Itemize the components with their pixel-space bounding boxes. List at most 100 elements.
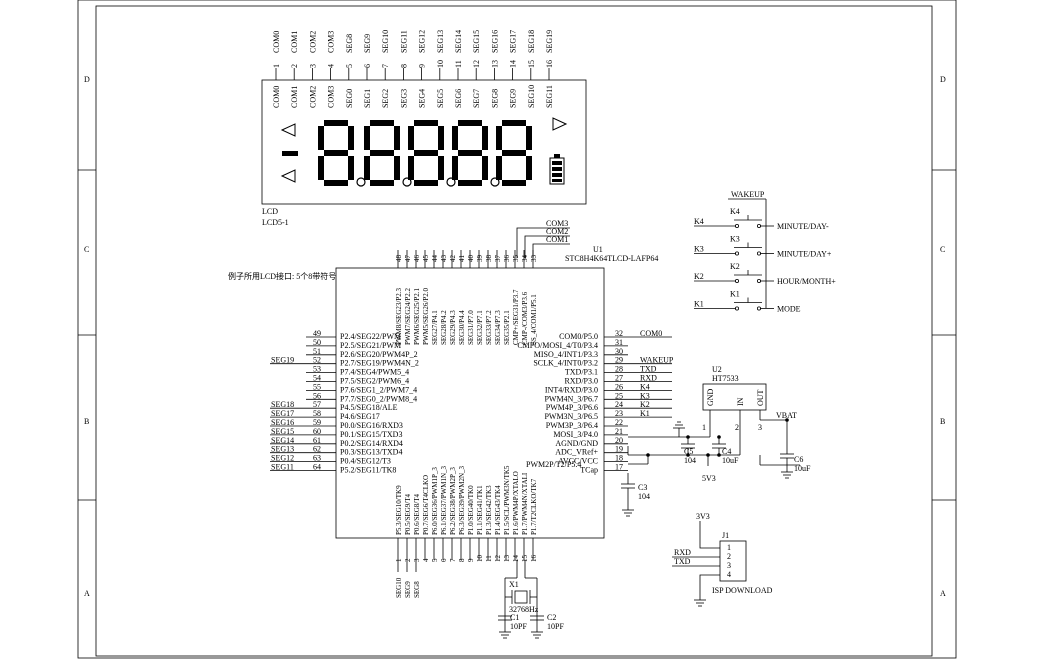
- mcu-right-pin-name: PWM3N_3/P6.5: [544, 412, 598, 421]
- c6-value: 10uF: [794, 464, 811, 473]
- mcu-right-pin-name: MISO_4/INT1/P3.3: [534, 350, 598, 359]
- mcu-top-pin-number: 47: [404, 255, 412, 263]
- lcd-segment: [458, 120, 482, 126]
- zone-left-c: C: [84, 245, 89, 254]
- lcd-segment: [502, 120, 526, 126]
- mcu-right-pin-number: 24: [615, 400, 623, 409]
- isp-pin-number: 3: [727, 561, 731, 570]
- lcd-segment: [458, 180, 482, 186]
- lcd-segment: [438, 126, 444, 150]
- keys-section: WAKEUP K4K4MINUTE/DAY-K3K3MINUTE/DAY+K2K…: [694, 190, 836, 314]
- key-net-label: K4: [694, 217, 704, 226]
- mcu-top-pin-name: SEG27/P4.1: [431, 310, 439, 345]
- mcu-bottom-pin-name: P1.0/SEG40/TK0: [467, 485, 475, 535]
- mcu-top-pin-number: 37: [494, 255, 502, 263]
- mcu-bottom-net-label: SEG10: [395, 577, 403, 598]
- mcu-top-pin-name: PWM8/SEG23/P2.3: [395, 288, 403, 345]
- lcd-pin-number: 3: [308, 64, 317, 68]
- lcd-pin-inner-name: COM0: [272, 86, 281, 108]
- lcd-pin-number: 8: [399, 64, 408, 68]
- mcu-right-pin-name: TXD/P3.1: [565, 368, 598, 377]
- lcd-segment: [348, 126, 354, 150]
- mcu-left-net-label: SEG17: [271, 409, 294, 418]
- mcu-bottom-pin-number: 6: [440, 558, 448, 562]
- regulator-part: HT7533: [712, 374, 739, 383]
- mcu-top-pin-name: SEG34/P7.3: [494, 310, 502, 345]
- mcu-right-pin-name: INT4/RXD/P3.0: [545, 385, 598, 394]
- lcd-pin-name: SEG18: [527, 30, 536, 53]
- mcu-left-pin-number: 59: [313, 418, 321, 427]
- regulator-pin-name: OUT: [756, 389, 765, 406]
- mcu-bottom-pin-name: P1.3/SEG42/TK3: [485, 485, 493, 535]
- c2-value: 10PF: [547, 622, 564, 631]
- mcu-right-pin-number: 32: [615, 329, 623, 338]
- key-function-label: MINUTE/DAY-: [777, 222, 829, 231]
- mcu-left-pin-number: 51: [313, 347, 321, 356]
- key-function-label: MINUTE/DAY+: [777, 250, 832, 259]
- lcd-right-arrow: [552, 117, 568, 131]
- mcu-left-pin-number: 52: [313, 356, 321, 365]
- lcd-segment: [408, 156, 414, 180]
- mcu-right-net-label: TXD: [640, 365, 657, 374]
- mcu-left-pin-name: P5.2/SEG11/TK8: [340, 466, 396, 475]
- regulator-ref: U2: [712, 365, 722, 374]
- lcd-pin-number: 10: [436, 60, 445, 68]
- mcu-bottom-pin-number: 10: [476, 555, 484, 563]
- mcu-left-pin-number: 58: [313, 409, 321, 418]
- mcu-left-pin-number: 64: [313, 463, 321, 472]
- lcd-pin-name: SEG16: [490, 30, 499, 53]
- mcu-top-pin-number: 36: [503, 255, 511, 263]
- mcu-left-pin-name: P2.6/SEG20/PWM4P_2: [340, 350, 418, 359]
- mcu-right-net-label: RXD: [640, 374, 657, 383]
- regulator-pin-name: IN: [736, 397, 745, 406]
- mcu-left-net-label: SEG15: [271, 427, 294, 436]
- mcu-bottom-pin-number: 1: [395, 558, 403, 562]
- lcd-digit: [408, 120, 456, 187]
- mcu-top-pins: 48PWM8/SEG23/P2.347PWM7/SEG24/P2.246PWM6…: [395, 250, 538, 345]
- lcd-pin-name: SEG17: [509, 30, 518, 53]
- mcu-bottom-pin-number: 7: [449, 558, 457, 562]
- lcd-segment: [452, 156, 458, 180]
- mcu-bottom-pin-name: P6.3/SEG39/PWM2N_3: [458, 465, 466, 535]
- lcd-pin-name: SEG15: [472, 30, 481, 53]
- mcu-bottom-pin-name: P1.5/SCL/PWM3N/TK5: [503, 465, 511, 535]
- zone-left-d: D: [84, 75, 90, 84]
- mcu-left-net-label: SEG18: [271, 400, 294, 409]
- mcu-bottom-pin-number: 16: [530, 555, 538, 563]
- mcu-top-pin-number: 46: [413, 255, 421, 263]
- c6-ref: C6: [794, 455, 803, 464]
- lcd-segment: [370, 150, 394, 156]
- mcu-left-pin-number: 56: [313, 391, 321, 400]
- mcu-right-net-label: COM0: [640, 329, 662, 338]
- mcu-top-pin-number: 43: [440, 255, 448, 263]
- lcd-pin-inner-name: SEG6: [454, 89, 463, 108]
- key-ref: K3: [730, 235, 740, 244]
- mcu-top-pin-number: 35: [512, 255, 520, 263]
- zone-left-a: A: [84, 589, 90, 598]
- key-ref: K2: [730, 262, 740, 271]
- mcu-left-net-label: SEG16: [271, 418, 294, 427]
- lcd-pin-inner-name: SEG5: [436, 89, 445, 108]
- com-net-label: COM1: [546, 235, 568, 244]
- lcd-segment: [408, 126, 414, 150]
- mcu-left-pin-number: 49: [313, 329, 321, 338]
- battery-icon: [549, 154, 565, 185]
- lcd-pin-number: 11: [454, 60, 463, 68]
- mcu-note: 例子所用LCD接口: 5个8带符号: [228, 271, 336, 281]
- isp-wires: [672, 521, 720, 607]
- lcd-segment: [318, 126, 324, 150]
- lcd-segment: [482, 156, 488, 180]
- mcu-left-pin-name: P4.5/SEG18/ALE: [340, 403, 398, 412]
- lcd-digit: [364, 120, 412, 187]
- c3-value: 104: [638, 492, 650, 501]
- mcu-top-pin-name: CMP-/COM3/P3.6: [521, 291, 529, 345]
- lcd-pin-name: COM3: [327, 31, 336, 53]
- lcd-segment: [502, 150, 526, 156]
- mcu-bottom-pin-name: P1.6/PWM4P/XTALO: [512, 471, 520, 535]
- lcd-digit: [496, 120, 532, 186]
- lcd-pin-name: SEG14: [454, 30, 463, 53]
- zone-right-a: A: [940, 589, 946, 598]
- c1-value: 10PF: [510, 622, 527, 631]
- mcu-top-pin-number: 33: [530, 255, 538, 263]
